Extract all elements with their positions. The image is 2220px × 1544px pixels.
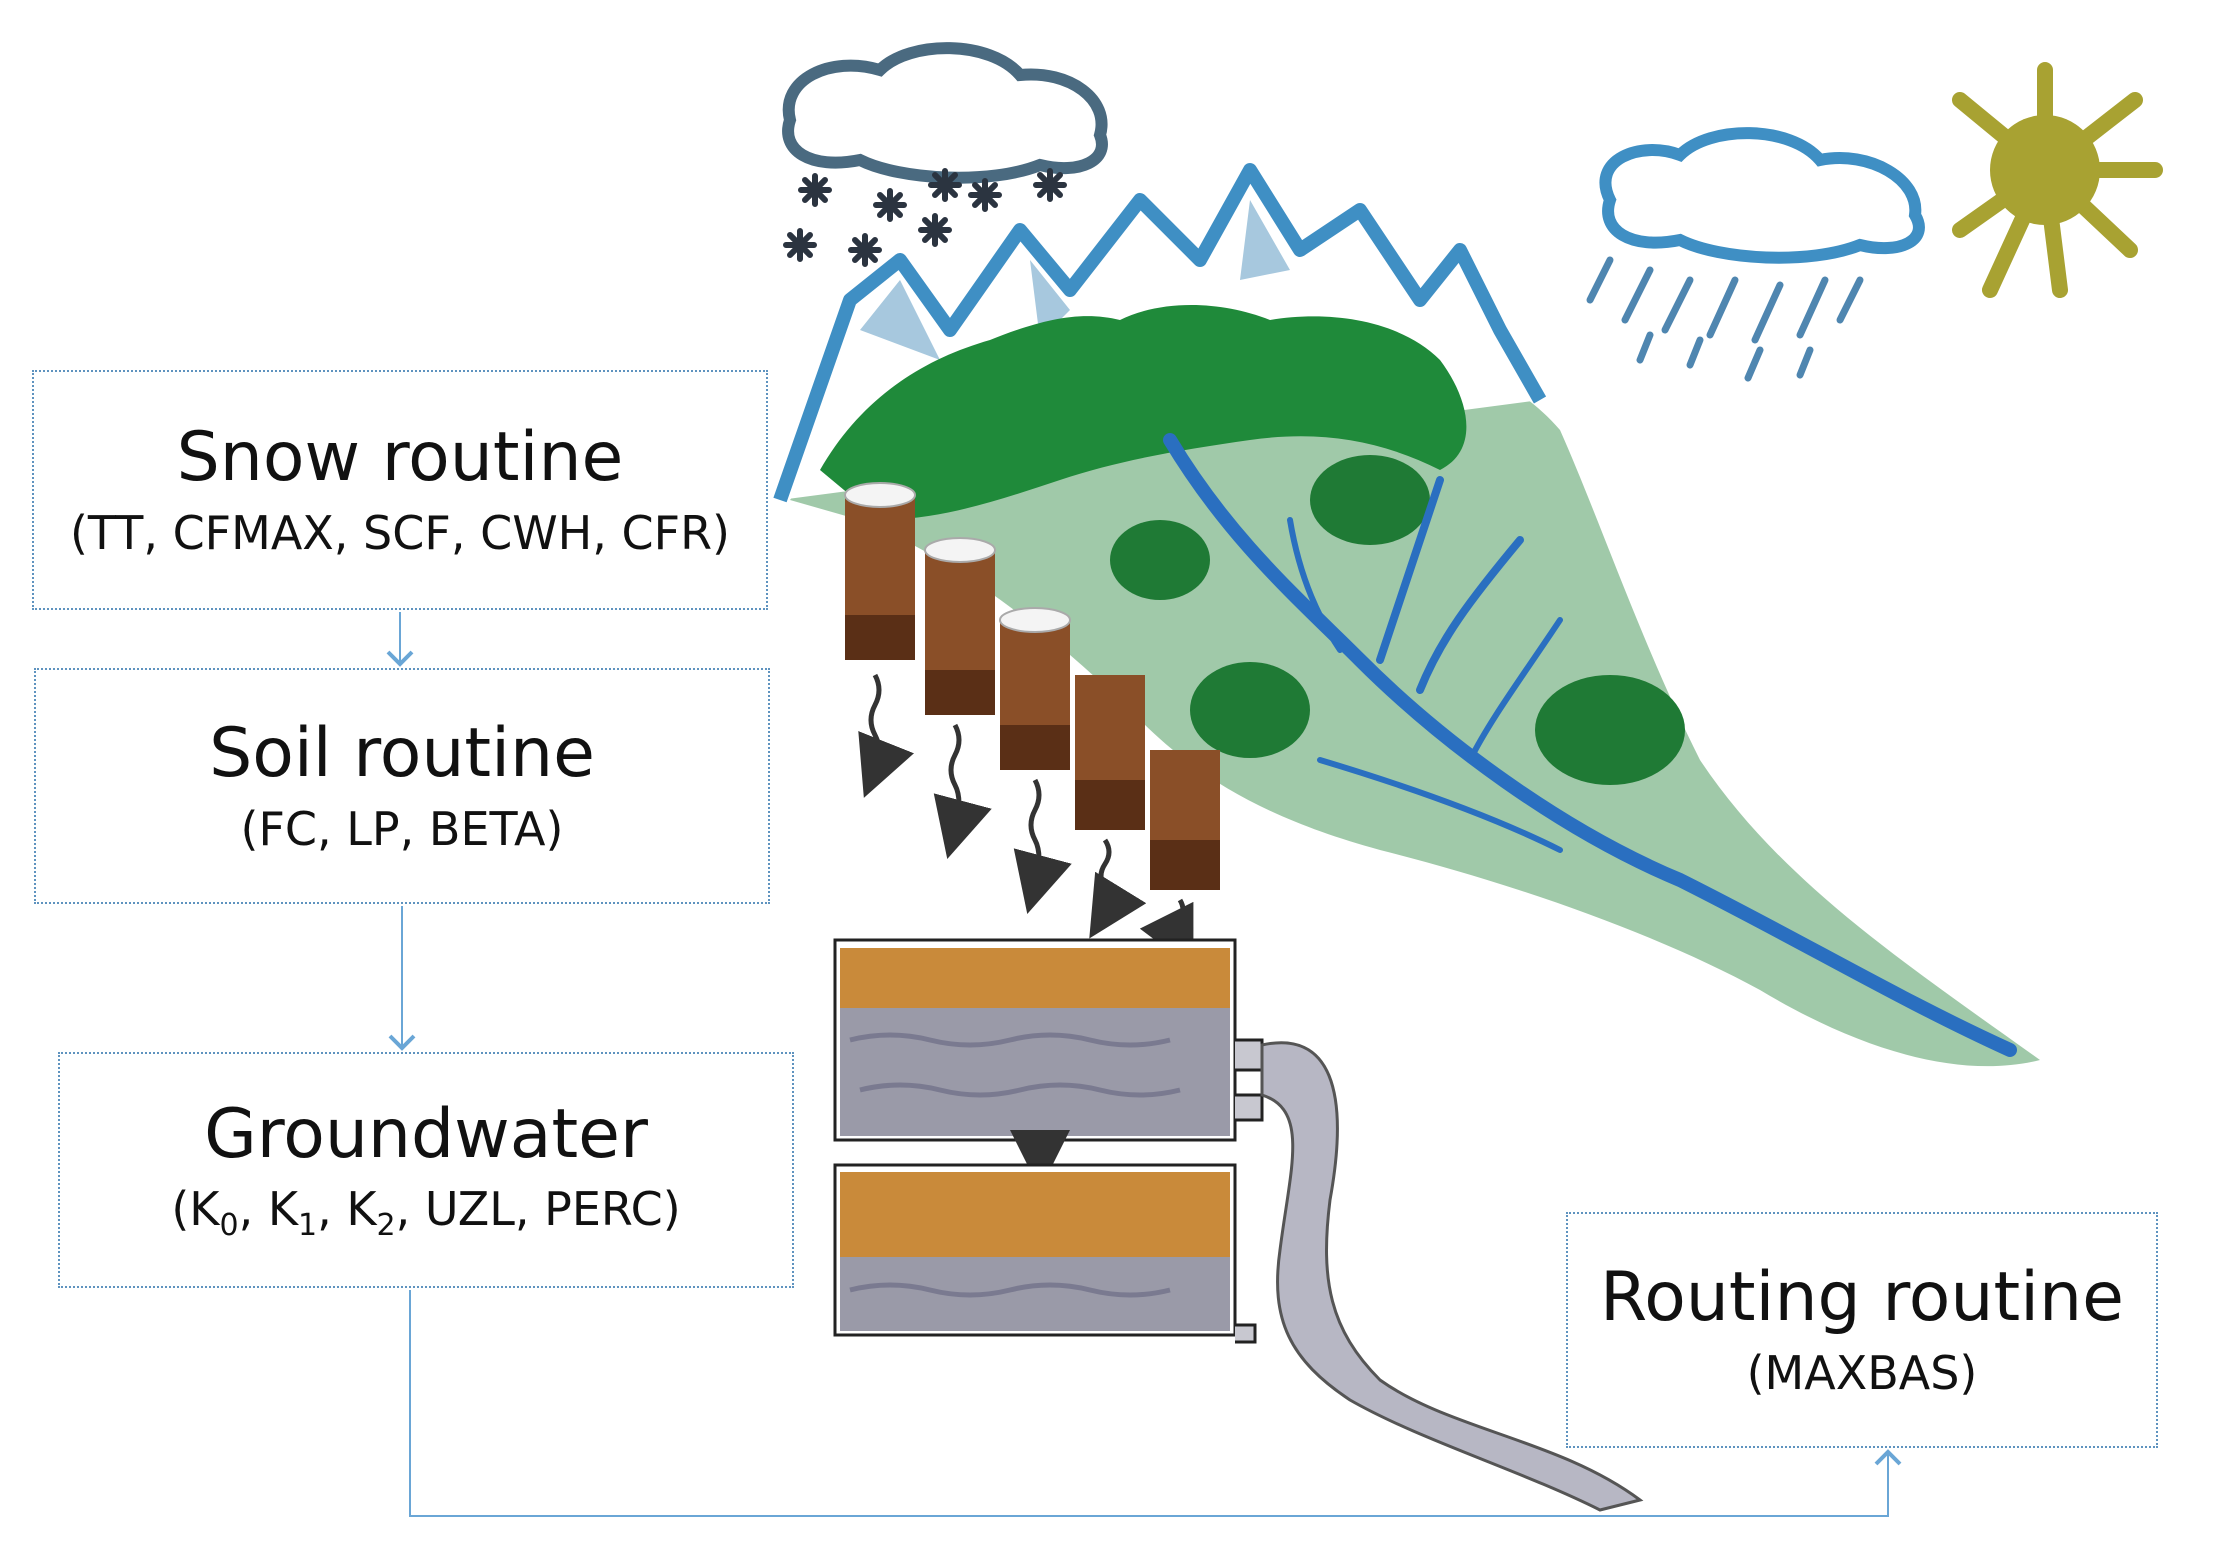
gw-subscript: 1 (298, 1208, 318, 1244)
gw-subscript: 0 (219, 1208, 239, 1244)
sun-icon (1952, 62, 2163, 298)
forest-patch (1310, 455, 1430, 545)
snow-routine-title: Snow routine (176, 418, 624, 498)
gw-param-text: , UZL, PERC) (395, 1182, 681, 1236)
forest-patch (1535, 675, 1685, 785)
rain-cloud-icon (1586, 127, 1925, 382)
snowflake-icon (783, 168, 1067, 267)
groundwater-params: (K0, K1, K2, UZL, PERC) (171, 1182, 680, 1244)
gw-param-text: , K (317, 1182, 377, 1236)
gw-param-text: , K (238, 1182, 298, 1236)
routing-routine-box: Routing routine (MAXBAS) (1566, 1212, 2158, 1448)
mountain-shade (860, 200, 1290, 360)
outflow-stream (1260, 1041, 1644, 1512)
river (1163, 433, 2017, 1057)
forest-patch (1110, 520, 1210, 600)
routing-routine-title: Routing routine (1600, 1258, 2124, 1338)
hillside (790, 294, 2040, 1067)
gw-subscript: 2 (376, 1208, 396, 1244)
forest (820, 305, 1467, 520)
soil-routine-params: (FC, LP, BETA) (240, 801, 564, 856)
upper-groundwater-tank (833, 938, 1264, 1142)
connectors (386, 612, 1902, 1517)
routing-routine-params: (MAXBAS) (1746, 1345, 1978, 1400)
snow-routine-box: Snow routine (TT, CFMAX, SCF, CWH, CFR) (32, 370, 768, 610)
snow-cloud-icon (782, 42, 1108, 184)
forest-patch (1190, 662, 1310, 758)
groundwater-box: Groundwater (K0, K1, K2, UZL, PERC) (58, 1052, 794, 1288)
gw-param-text: (K (171, 1182, 220, 1236)
lower-groundwater-tank (833, 1163, 1257, 1344)
snow-routine-params: (TT, CFMAX, SCF, CWH, CFR) (69, 505, 730, 560)
soil-columns (844, 482, 1220, 890)
groundwater-title: Groundwater (204, 1094, 648, 1174)
soil-routine-box: Soil routine (FC, LP, BETA) (34, 668, 770, 904)
percolation-arrows (858, 673, 1194, 969)
soil-routine-title: Soil routine (209, 714, 595, 794)
